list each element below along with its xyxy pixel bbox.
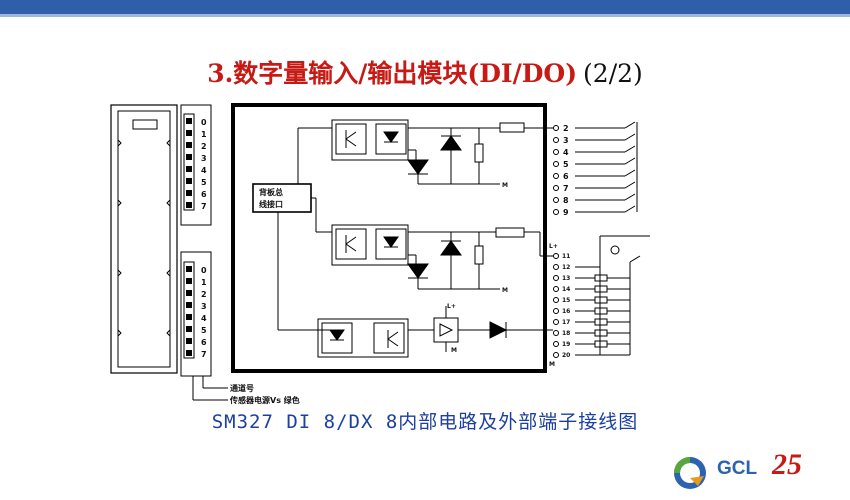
terminal-number: 0 [201,266,207,275]
right-terminals-top [553,125,559,215]
terminal-number: 17 [562,319,570,326]
terminal-number: 7 [563,184,569,193]
terminal-number: 5 [201,178,207,187]
terminal-number: 1 [201,278,207,287]
terminal-number: 9 [563,208,569,217]
header-accent-line [0,14,850,17]
right-terminal-numbers-bottom: 11 12 13 14 15 16 17 18 19 20 [562,253,570,359]
figure-caption: SM327 DI 8/DX 8内部电路及外部端子接线图 [211,411,639,433]
terminal-number: 16 [562,308,570,315]
module-internal-box [231,103,547,373]
m-label: M [502,182,508,189]
external-switches-top [575,121,638,213]
terminal-number: 7 [201,350,207,359]
gcl-logo-icon [674,457,706,489]
terminal-strip-top [180,104,212,226]
right-terminal-numbers-top: 2 3 4 5 6 7 8 9 [563,124,569,217]
bus-interface-label: 背板总 [259,187,283,197]
terminal-number: 2 [201,142,207,151]
terminal-number: 5 [563,160,569,169]
terminal-number: 7 [201,202,207,211]
bus-interface-label: 线接口 [259,199,283,209]
terminal-number: 3 [201,302,207,311]
terminal-markers [186,118,192,356]
output-channel [408,306,553,352]
terminal-number: 19 [562,341,570,348]
terminal-number: 6 [563,172,569,181]
optocoupler-output [317,318,409,358]
slide-title-page: (2/2) [583,59,643,88]
terminal-number: 5 [201,326,207,335]
legend-sensor-power: 传感器电源Vs 绿色 [229,395,300,405]
slide-title: 3.数字量输入/输出模块(DI/DO)(2/2) [0,54,850,90]
terminal-number: 20 [562,352,570,359]
input-channel-2 [407,227,553,290]
left-terminal-numbers-top: 0 1 2 3 4 5 6 7 [201,118,207,211]
terminal-number: 0 [201,118,207,127]
terminal-number: 14 [562,286,570,293]
optocoupler-1 [331,119,409,161]
terminal-strip-bottom [180,251,212,377]
terminal-number: 6 [201,338,207,347]
input-channel-1 [407,122,553,185]
terminal-number: 6 [201,190,207,199]
terminal-number: 11 [562,253,570,260]
terminal-number: 4 [201,166,207,175]
slide-title-main: 3.数字量输入/输出模块(DI/DO) [207,59,578,88]
anniversary-mark: 25 [772,448,802,481]
m-label: M [451,347,457,354]
l-plus-label: L+ [549,243,558,250]
module-housing [110,104,178,374]
terminal-number: 15 [562,297,570,304]
optocoupler-2 [331,224,409,266]
l-plus-label: L+ [447,303,456,310]
terminal-number: 4 [201,314,207,323]
legend-leaders [192,376,228,401]
company-name: GCL [717,458,758,479]
external-loads-bottom [575,235,650,356]
left-terminal-numbers-bottom: 0 1 2 3 4 5 6 7 [201,266,207,359]
header-bar [0,0,850,14]
terminal-number: 1 [201,130,207,139]
terminal-number: 4 [563,148,569,157]
right-terminals-bottom [553,253,559,358]
m-label: M [549,361,555,368]
terminal-number: 18 [562,330,570,337]
terminal-number: 2 [201,290,207,299]
terminal-number: 12 [562,264,570,271]
terminal-number: 2 [563,124,569,133]
terminal-number: 3 [563,136,569,145]
legend-channel-number: 通道号 [230,383,254,393]
terminal-number: 3 [201,154,207,163]
m-label: M [502,287,508,294]
terminal-number: 8 [563,196,569,205]
terminal-number: 13 [562,275,570,282]
